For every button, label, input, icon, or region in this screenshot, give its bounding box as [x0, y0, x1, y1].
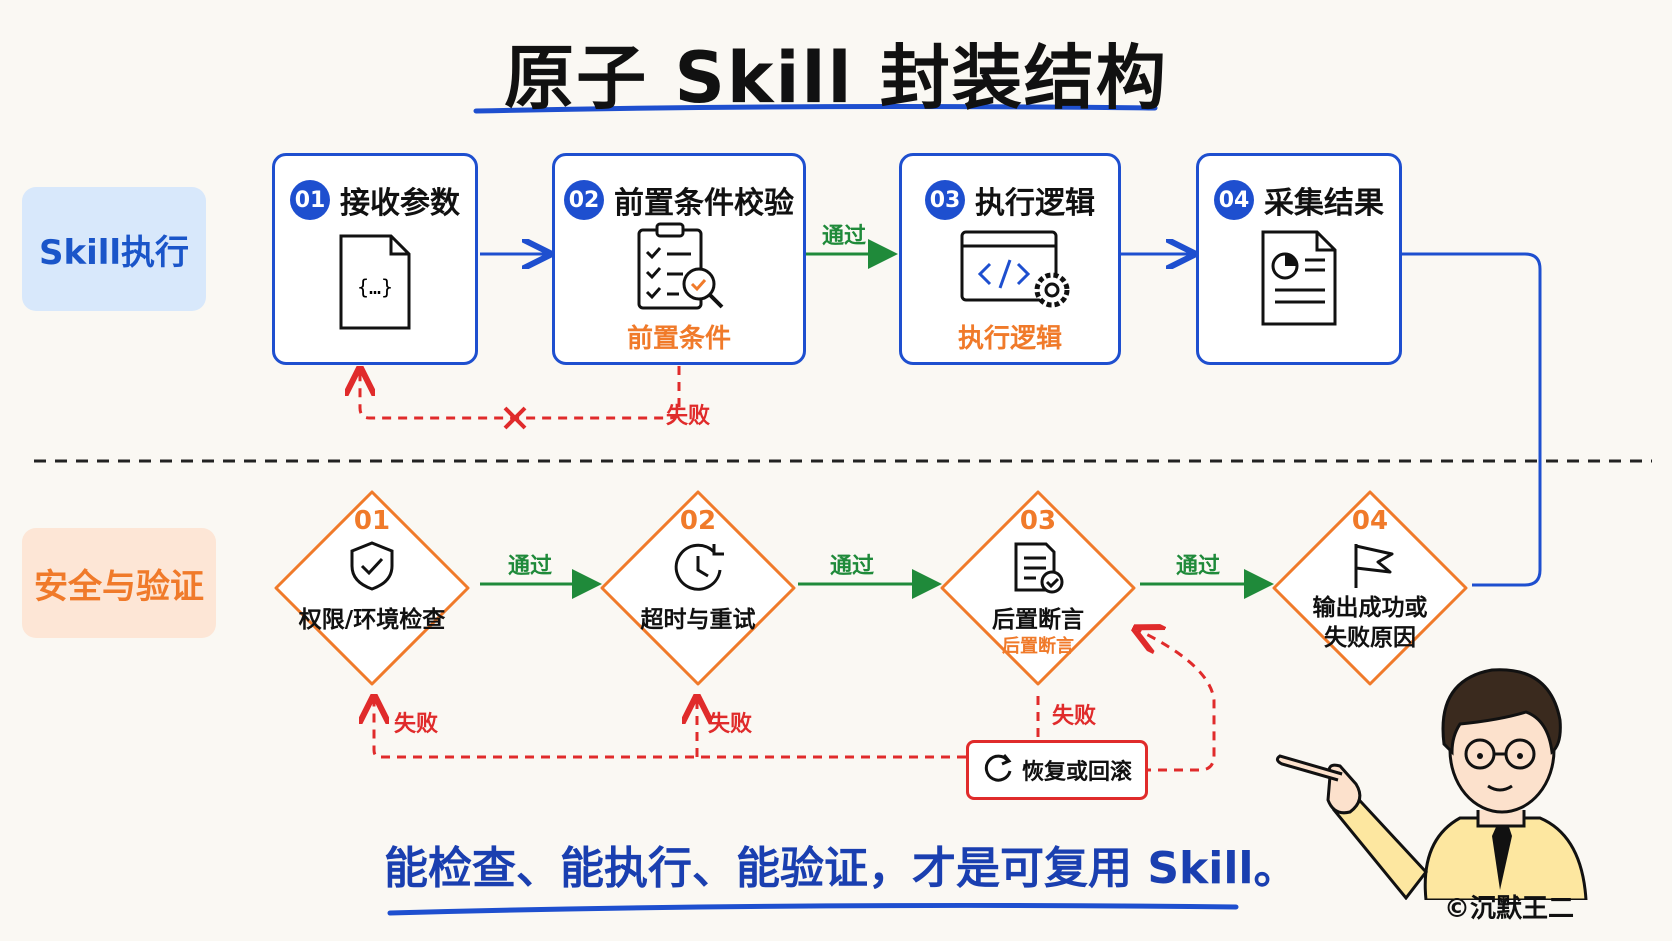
code-gear-icon	[958, 228, 1074, 312]
step-title: 采集结果	[1264, 186, 1384, 221]
svg-text:{…}: {…}	[357, 275, 393, 299]
clock-retry-icon	[670, 540, 726, 596]
step-title: 接收参数	[340, 186, 460, 221]
credit: ©沉默王二	[1444, 894, 1575, 924]
step-04-collect-results: 04 采集结果	[1196, 153, 1402, 365]
check-number: 03	[1019, 506, 1057, 536]
check-title: 输出成功或	[1312, 595, 1428, 621]
fail-label: 失败	[394, 712, 439, 737]
step-title: 执行逻辑	[975, 186, 1095, 221]
check-02-timeout-retry: 02 超时与重试	[598, 488, 798, 688]
step-number: 02	[564, 180, 604, 220]
fail-label: 失败	[666, 404, 711, 429]
check-number: 02	[679, 506, 717, 536]
pass-label: 通过	[508, 554, 553, 579]
step-number: 01	[290, 180, 330, 220]
checklist-search-icon	[633, 220, 729, 314]
flag-icon	[1348, 540, 1398, 590]
cross-icon	[502, 405, 528, 431]
step-title: 前置条件校验	[614, 186, 794, 221]
step-subtitle: 前置条件	[626, 324, 731, 354]
report-chart-icon	[1257, 228, 1341, 328]
check-subtitle: 后置断言	[1002, 636, 1074, 657]
step-number: 03	[925, 180, 965, 220]
check-title: 权限/环境检查	[298, 607, 446, 633]
pass-label: 通过	[1176, 554, 1221, 579]
lane-skill-execution: Skill执行	[22, 187, 206, 311]
check-title: 后置断言	[992, 607, 1084, 633]
json-file-icon: {…}	[335, 232, 415, 332]
step-number: 04	[1214, 180, 1254, 220]
check-title: 超时与重试	[640, 607, 756, 633]
recover-rollback-box: 恢复或回滚	[966, 740, 1148, 800]
check-03-post-assertion: 03 后置断言 后置断言	[938, 488, 1138, 688]
recover-label: 恢复或回滚	[1021, 760, 1132, 785]
fail-label: 失败	[708, 712, 753, 737]
step-01-receive-params: 01 接收参数 {…}	[272, 153, 478, 365]
step-03-execute-logic: 03 执行逻辑 执行逻辑	[899, 153, 1121, 365]
step-subtitle: 执行逻辑	[957, 324, 1062, 354]
presenter-illustration	[1230, 640, 1610, 902]
pass-label: 通过	[822, 224, 867, 249]
document-check-icon	[1012, 540, 1064, 596]
pass-label: 通过	[830, 554, 875, 579]
step-02-precondition-check: 02 前置条件校验 前置条件	[552, 153, 806, 365]
refresh-icon	[982, 751, 1014, 789]
lane-safety-validation: 安全与验证	[22, 528, 216, 638]
check-04-output-result: 04 输出成功或 失败原因	[1270, 488, 1470, 688]
check-number: 01	[353, 506, 391, 536]
check-01-permission-env: 01 权限/环境检查	[272, 488, 472, 688]
fail-label: 失败	[1052, 704, 1097, 729]
shield-check-icon	[348, 540, 396, 592]
check-title-line2: 失败原因	[1324, 625, 1416, 651]
tagline: 能检查、能执行、能验证，才是可复用 Skill。	[384, 843, 1298, 894]
page-title: 原子 Skill 封装结构	[504, 37, 1168, 119]
check-number: 04	[1351, 506, 1389, 536]
